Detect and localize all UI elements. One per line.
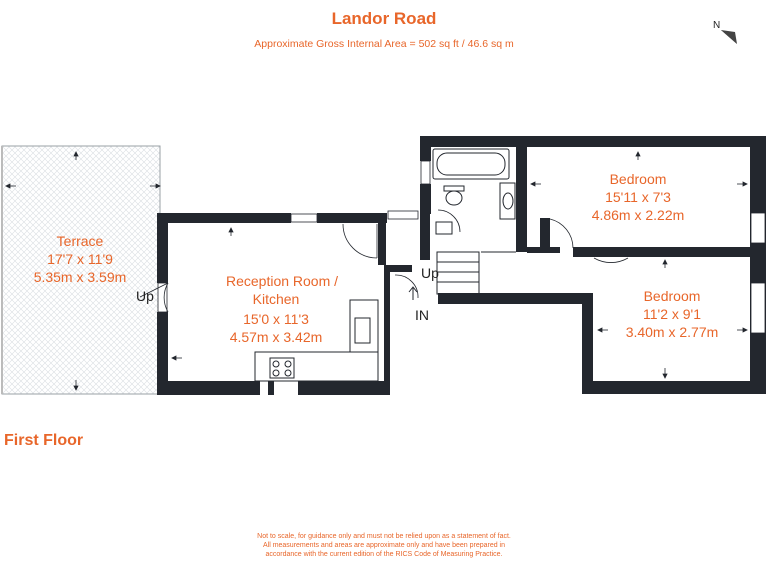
terrace-up-marker: Up [136,288,154,304]
bathroom-fixtures [432,148,516,235]
terrace-area [1,145,161,395]
reception-name-line2: Kitchen [253,291,300,307]
bedroom1-imperial: 15'11 x 7'3 [605,189,671,205]
disclaimer-line-2: All measurements and areas are approxima… [262,542,506,549]
bedroom1-metric: 4.86m x 2.22m [592,207,685,223]
bedroom2-imperial: 11'2 x 9'1 [643,306,701,322]
terrace-imperial: 17'7 x 11'9 [47,251,113,267]
floor-label: First Floor [4,432,84,449]
entrance-arrow-icon [408,286,418,300]
reception-imperial: 15'0 x 11'3 [243,311,309,327]
entrance-marker: IN [415,307,429,323]
door-swings [139,209,629,313]
terrace-name: Terrace [57,233,104,249]
disclaimer: Not to scale, for guidance only and must… [200,532,568,559]
disclaimer-line-3: accordance with the current edition of t… [265,551,503,558]
north-label: N [713,20,721,31]
dimension-arrows [5,151,748,391]
windows [157,160,766,334]
bedroom2-metric: 3.40m x 2.77m [626,324,719,340]
bedroom1-name: Bedroom [610,171,667,187]
stairs-up-marker: Up [421,265,439,281]
reception-metric: 4.57m x 3.42m [230,329,323,345]
north-arrow-icon [721,30,737,44]
terrace-metric: 5.35m x 3.59m [34,269,127,285]
reception-name-line1: Reception Room / [226,273,338,289]
plan-title: Landor Road [331,9,437,28]
kitchen-fixtures [254,299,379,382]
stairs [436,251,516,295]
bedroom2-name: Bedroom [644,288,701,304]
walls [157,136,766,395]
disclaimer-line-1: Not to scale, for guidance only and must… [257,533,511,540]
gross-area: Approximate Gross Internal Area = 502 sq… [254,38,514,50]
